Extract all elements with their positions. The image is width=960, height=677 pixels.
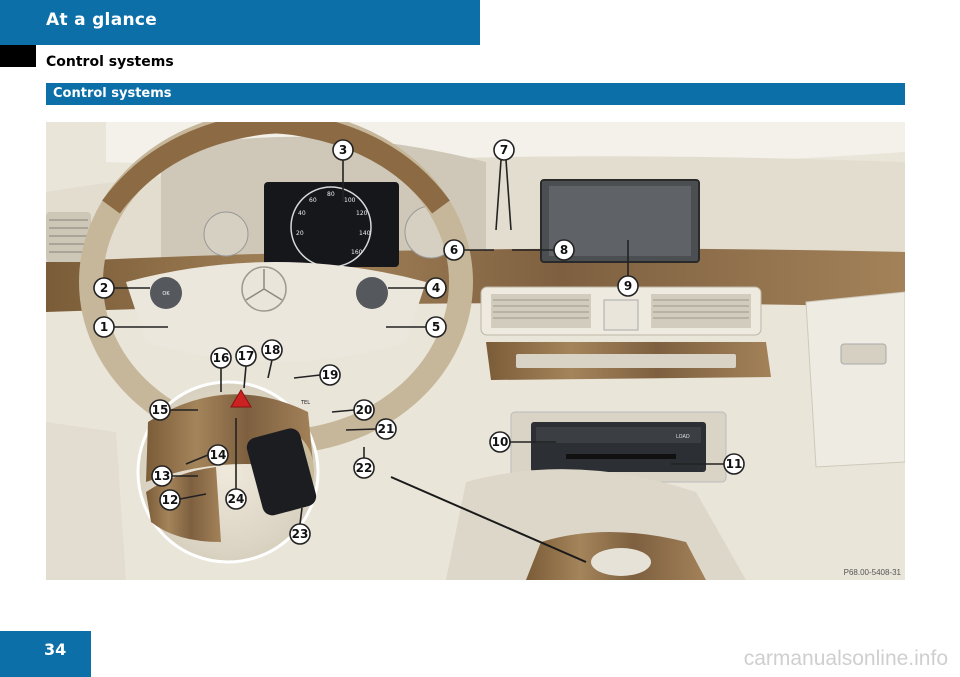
speedo-label: 60 [309,197,317,204]
callout-23: 23 [292,527,309,541]
callout-7: 7 [500,143,508,157]
speedo-label: 40 [298,210,306,217]
chapter-tab [0,45,36,67]
chapter-title: At a glance [46,10,158,30]
callout-5: 5 [432,320,440,334]
speedo-label: 20 [296,230,304,237]
callout-20: 20 [356,403,373,417]
callout-4: 4 [432,281,440,295]
dashboard-svg: 20 40 60 80 100 120 140 160 [46,122,905,580]
callout-15: 15 [152,403,169,417]
callout-24: 24 [228,492,245,506]
callout-3: 3 [339,143,347,157]
section-bar: Control systems [46,83,905,105]
callout-9: 9 [624,279,632,293]
watermark: carmanualsonline.info [743,647,948,670]
page-number-box: 34 [0,631,91,677]
telephone-keypad [246,428,317,516]
speedo-label: 100 [344,197,356,204]
load-label: LOAD [676,434,690,440]
callout-12: 12 [162,493,179,507]
left-wheel-button-cluster [150,277,182,309]
section-bar-label: Control systems [53,86,172,101]
callout-18: 18 [264,343,281,357]
page-number: 34 [44,640,67,659]
speedo-label: 120 [356,210,368,217]
callout-17: 17 [238,349,255,363]
callout-11: 11 [726,457,743,471]
callout-13: 13 [154,469,171,483]
callout-14: 14 [210,448,227,462]
callout-10: 10 [492,435,509,449]
speedo-label: 140 [359,230,371,237]
speedo-label: 80 [327,191,335,198]
callout-8: 8 [560,243,568,257]
tel-label: TEL [300,400,310,406]
dashboard-illustration: 20 40 60 80 100 120 140 160 [46,122,905,580]
section-title: Control systems [46,54,174,70]
header-bar: At a glance [0,0,480,45]
figure-code: P68.00-5408-31 [843,568,901,577]
instrument-cluster [264,182,399,267]
callout-21: 21 [378,422,395,436]
speedo-label: 160 [351,249,363,256]
callout-22: 22 [356,461,373,475]
callout-1: 1 [100,320,108,334]
callout-16: 16 [213,351,230,365]
right-wheel-button-cluster [356,277,388,309]
callout-6: 6 [450,243,458,257]
ok-label: OK [162,291,170,297]
callout-19: 19 [322,368,339,382]
callout-2: 2 [100,281,108,295]
